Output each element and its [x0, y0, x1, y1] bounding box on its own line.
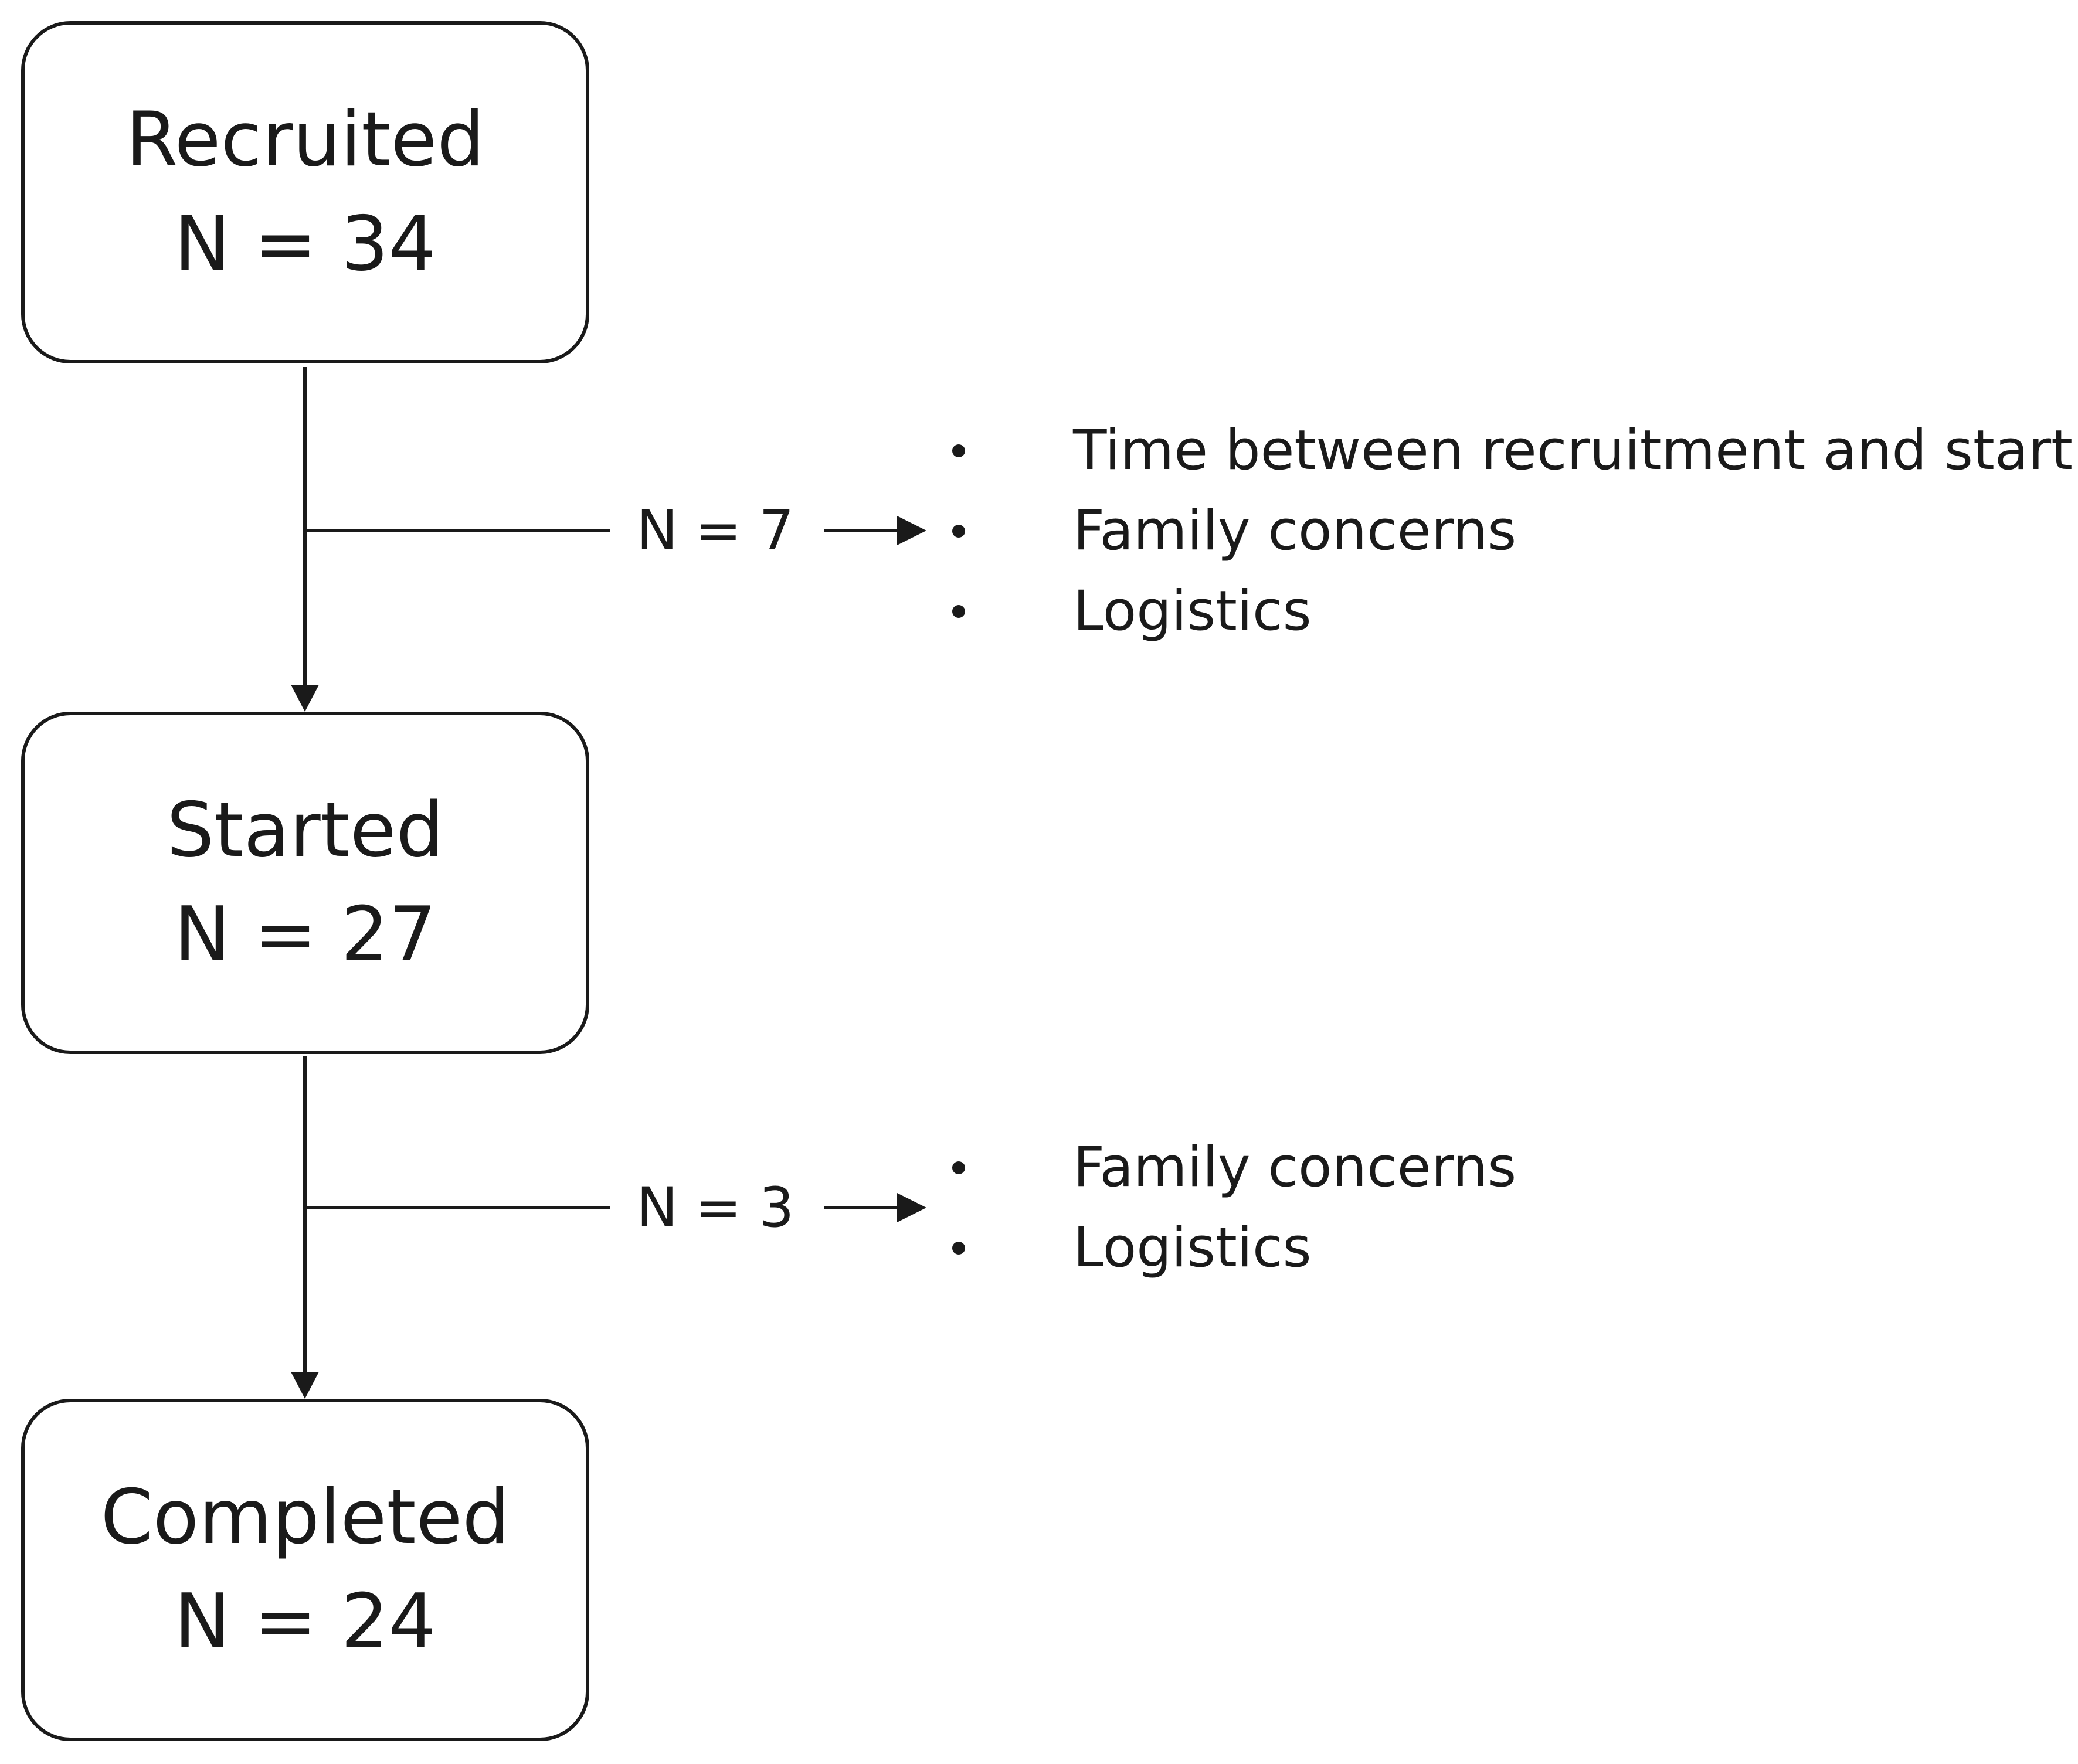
- bullet-icon: [952, 605, 965, 618]
- branch-arrowhead-2: [897, 1193, 926, 1222]
- completed-title: Completed: [100, 1474, 510, 1561]
- bullet-icon: [952, 525, 965, 538]
- completed-box: Completed N = 24: [21, 1399, 589, 1741]
- started-box: Started N = 27: [21, 712, 589, 1054]
- completed-count: N = 24: [174, 1578, 437, 1666]
- recruited-count: N = 34: [174, 200, 437, 288]
- recruited-box: Recruited N = 34: [21, 21, 589, 363]
- bullet-icon: [952, 1242, 965, 1255]
- reason-text: Family concerns: [1073, 499, 1517, 563]
- reason-text: Time between recruitment and start: [1073, 419, 2073, 482]
- branch-arrowhead-1: [897, 516, 926, 545]
- started-title: Started: [167, 787, 444, 874]
- arrowhead-started: [291, 685, 319, 712]
- reason-text: Logistics: [1073, 1216, 1312, 1280]
- recruited-title: Recruited: [125, 96, 485, 183]
- dropout-count-2: N = 3: [613, 1155, 818, 1260]
- started-count: N = 27: [174, 891, 437, 978]
- reason-text: Logistics: [1073, 579, 1312, 643]
- reason-text: Family concerns: [1073, 1136, 1517, 1199]
- bullet-icon: [952, 444, 965, 457]
- dropout-count-1: N = 7: [613, 478, 818, 583]
- bullet-icon: [952, 1161, 965, 1174]
- arrowhead-completed: [291, 1372, 319, 1399]
